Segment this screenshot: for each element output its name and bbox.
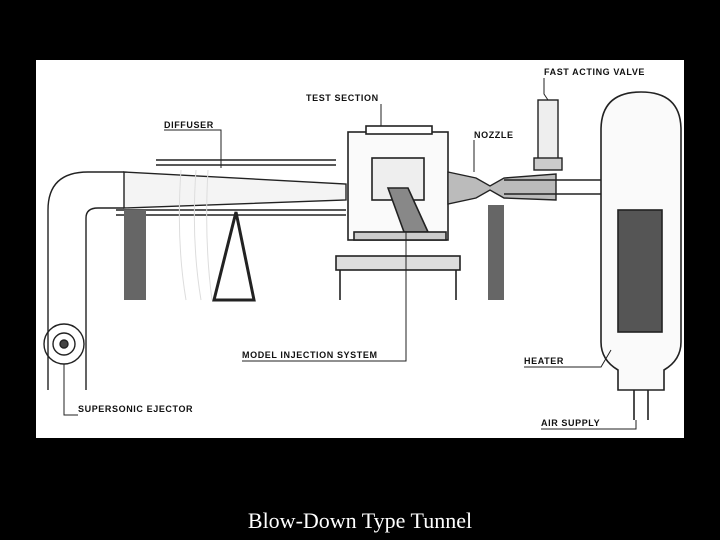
leader-diffuser <box>164 129 222 168</box>
label-air-supply: AIR SUPPLY <box>541 418 600 428</box>
leader-air-supply <box>541 420 637 430</box>
nozzle-support <box>488 205 504 300</box>
test-section-stand <box>335 255 461 271</box>
label-fast-acting-valve: FAST ACTING VALVE <box>544 67 645 77</box>
diffuser-tube <box>123 171 347 209</box>
leader-supersonic-ejector <box>63 364 78 416</box>
leader-fast-acting-valve <box>543 78 549 101</box>
slide-caption: Blow-Down Type Tunnel <box>247 508 473 533</box>
diffuser-support-right <box>212 211 256 302</box>
leader-model-injection <box>242 232 407 362</box>
tunnel-drawing: FAST ACTING VALVE TEST SECTION DIFFUSER … <box>43 67 682 430</box>
label-supersonic-ejector: SUPERSONIC EJECTOR <box>78 404 193 414</box>
label-diffuser: DIFFUSER <box>164 120 214 130</box>
tunnel-diagram: FAST ACTING VALVE TEST SECTION DIFFUSER … <box>36 60 684 438</box>
label-model-injection-system: MODEL INJECTION SYSTEM <box>242 350 378 360</box>
heater-core <box>617 209 663 333</box>
fast-acting-valve-stem <box>537 99 559 163</box>
diffuser-support-left <box>124 210 146 300</box>
label-test-section: TEST SECTION <box>306 93 379 103</box>
label-nozzle: NOZZLE <box>474 130 514 140</box>
label-heater: HEATER <box>524 356 564 366</box>
ejector-duct <box>47 171 124 390</box>
nozzle-body <box>447 171 557 205</box>
leader-heater <box>524 349 612 368</box>
